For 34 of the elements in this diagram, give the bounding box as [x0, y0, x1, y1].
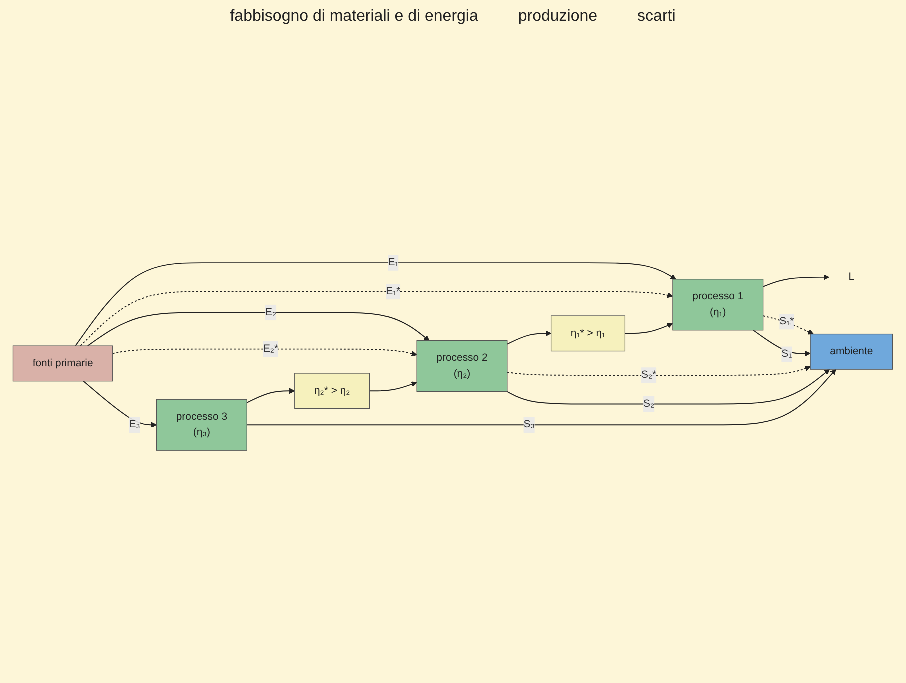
edge-label: S₃ [524, 418, 535, 430]
arrow [87, 312, 430, 346]
arrow [246, 388, 296, 403]
node-box: processo 2 (η₂) [416, 340, 508, 392]
edge-label: E₂ [265, 306, 277, 318]
edge-label: E₃ [129, 418, 140, 430]
arrow [75, 262, 676, 346]
arrow [83, 380, 158, 428]
node-box: ambiente [810, 334, 894, 370]
arrow [112, 348, 418, 356]
edge-label: S₂ [644, 398, 655, 410]
arrow [506, 330, 552, 344]
edge-label: S₁* [780, 316, 794, 327]
node-box: η₁* > η₁ [550, 315, 626, 352]
section-label: scarti [638, 8, 676, 26]
node-box: processo 1 (η₁) [672, 278, 764, 330]
arrow [369, 381, 418, 392]
section-label: produzione [518, 8, 598, 26]
arrow [624, 322, 674, 334]
arrow [762, 274, 830, 287]
node-box: fonti primarie [12, 345, 114, 382]
edge-label: E₁ [388, 256, 399, 268]
node-box: η₂* > η₂ [294, 372, 370, 409]
node-box: processo 3 (η₃) [156, 398, 248, 450]
edge-label: S₁ [782, 348, 792, 360]
arrow [752, 329, 811, 356]
node-text: L [848, 271, 855, 282]
arrow [506, 368, 830, 404]
edge-label: E₁* [386, 286, 401, 297]
edge-label: S₂* [642, 369, 657, 380]
arrow [80, 290, 674, 346]
edge-label: E₂* [263, 343, 279, 354]
section-label: fabbisogno di materiali e di energia [230, 8, 478, 26]
arrow [246, 368, 836, 426]
